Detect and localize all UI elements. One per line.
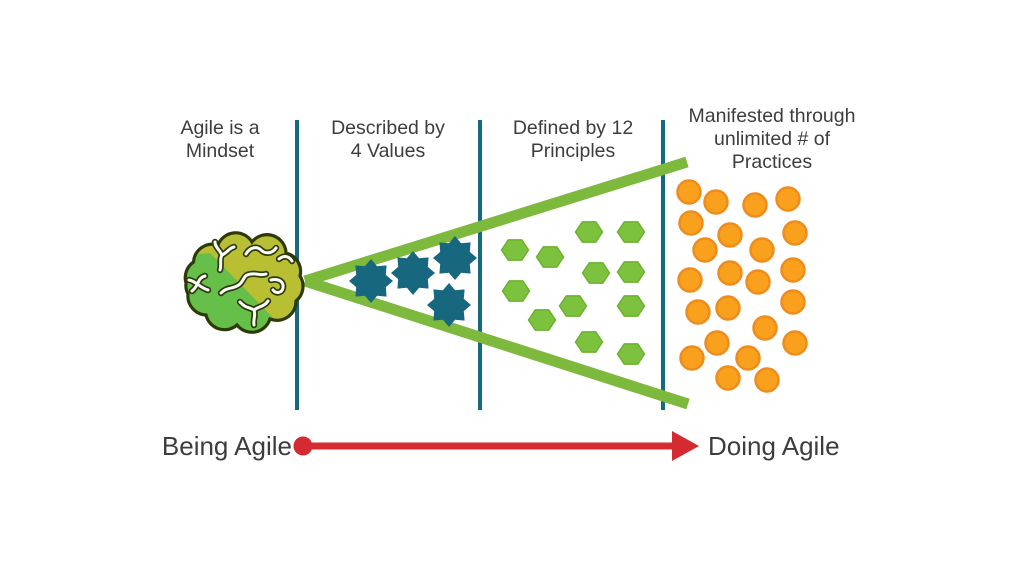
principle-hexagon-shape (500, 239, 530, 261)
column-header-values: Described by 4 Values (331, 117, 445, 162)
practice-circle-shape (775, 186, 801, 212)
practice-circle-shape (715, 365, 741, 391)
practice-circle-shape (782, 220, 808, 246)
value-star-shape (349, 259, 393, 303)
principle-hexagon-shape (616, 261, 646, 283)
arrow-head (672, 431, 699, 461)
practice-circle-shape (685, 299, 711, 325)
values-shapes-layer (349, 236, 477, 327)
practice-circle-shape (752, 315, 778, 341)
funnel-top-line (303, 156, 689, 287)
practice-circle-shape (742, 192, 768, 218)
practice-circle-shape (754, 367, 780, 393)
practice-circle-shape (678, 210, 704, 236)
value-star-shape (427, 283, 471, 327)
practice-circle-shape (717, 260, 743, 286)
practice-circle-shape (692, 237, 718, 263)
practice-circle-shape (715, 295, 741, 321)
principle-hexagon-shape (527, 309, 557, 331)
practice-circle-shape (676, 179, 702, 205)
practice-circle-shape (735, 345, 761, 371)
funnel-layer (303, 156, 690, 410)
principle-hexagon-shape (581, 262, 611, 284)
column-header-mindset: Agile is a Mindset (180, 117, 260, 162)
practice-circle-shape (703, 189, 729, 215)
practices-shapes-layer (676, 179, 808, 393)
principles-shapes-layer (500, 221, 646, 365)
practice-circle-shape (717, 222, 743, 248)
principle-hexagon-shape (574, 331, 604, 353)
principle-hexagon-shape (616, 221, 646, 243)
practice-circle-shape (677, 267, 703, 293)
column-header-principles: Defined by 12 Principles (512, 117, 634, 162)
arrow-start-dot (293, 436, 313, 456)
principle-hexagon-shape (616, 295, 646, 317)
principle-hexagon-shape (574, 221, 604, 243)
principle-hexagon-shape (558, 295, 588, 317)
practice-circle-shape (782, 330, 808, 356)
brain-folds (187, 240, 294, 327)
value-star-shape (391, 251, 435, 295)
practice-circle-shape (745, 269, 771, 295)
brain-icon (183, 231, 305, 334)
principle-hexagon-shape (535, 246, 565, 268)
practice-circle-shape (679, 345, 705, 371)
principle-hexagon-shape (501, 280, 531, 302)
practice-circle-shape (749, 237, 775, 263)
column-header-practices: Manifested through unlimited # of Practi… (688, 105, 856, 173)
principle-hexagon-shape (616, 343, 646, 365)
axis-arrow-layer (293, 431, 699, 461)
practice-circle-shape (704, 330, 730, 356)
being-agile-label: Being Agile (161, 431, 292, 461)
practice-circle-shape (780, 289, 806, 315)
value-star-shape (433, 236, 477, 280)
funnel-bottom-line (303, 275, 690, 410)
practice-circle-shape (780, 257, 806, 283)
doing-agile-label: Doing Agile (708, 431, 840, 461)
